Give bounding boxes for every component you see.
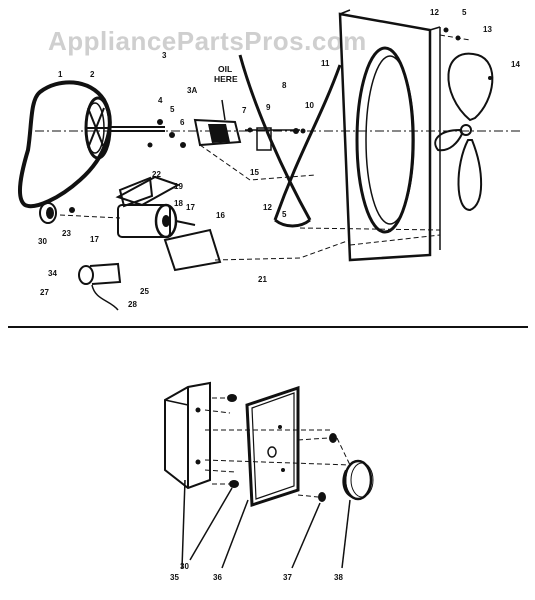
oil-note-line2: HERE bbox=[214, 74, 238, 84]
callout-12b: 12 bbox=[263, 203, 272, 212]
switch-cover-plate-part bbox=[245, 385, 300, 508]
callout-13: 13 bbox=[483, 25, 492, 34]
callout-30-lower: 30 bbox=[180, 562, 189, 571]
callout-28: 28 bbox=[128, 300, 137, 309]
callout-12a: 12 bbox=[430, 8, 439, 17]
screw-bottom-part bbox=[229, 480, 239, 488]
nut-top-part bbox=[329, 433, 337, 443]
callout-5c: 5 bbox=[282, 210, 287, 219]
lower-callouts: 35 30 36 37 38 bbox=[170, 562, 343, 582]
callout-38: 38 bbox=[334, 573, 343, 582]
callout-17b: 17 bbox=[90, 235, 99, 244]
callout-5b: 5 bbox=[462, 8, 467, 17]
callout-21: 21 bbox=[258, 275, 267, 284]
watermark-text: AppliancePartsPros.com bbox=[48, 26, 367, 56]
callout-3a: 3A bbox=[187, 86, 197, 95]
oil-note-line1: OIL bbox=[218, 64, 232, 74]
set-screw-part bbox=[169, 132, 175, 138]
nut-bottom-part bbox=[318, 492, 326, 502]
capacitor-part bbox=[78, 262, 122, 285]
callout-16: 16 bbox=[216, 211, 225, 220]
callout-14: 14 bbox=[511, 60, 520, 69]
upper-callouts: 1 2 3A 4 5 6 7 8 9 10 11 12 5 13 14 15 1… bbox=[38, 8, 520, 309]
callout-11: 11 bbox=[321, 59, 330, 68]
callout-27: 27 bbox=[40, 288, 49, 297]
pulley-part bbox=[84, 96, 112, 160]
callout-2: 2 bbox=[90, 70, 95, 79]
callout-5a: 5 bbox=[170, 105, 175, 114]
callout-17a: 17 bbox=[186, 203, 195, 212]
screw-12-part bbox=[443, 27, 449, 33]
bracket-22-part bbox=[118, 176, 154, 208]
switch-box-bracket-part bbox=[164, 381, 211, 490]
callout-4: 4 bbox=[158, 96, 163, 105]
callout-6: 6 bbox=[180, 118, 185, 127]
belt-part bbox=[17, 80, 112, 209]
callout-1: 1 bbox=[58, 70, 63, 79]
callout-30: 30 bbox=[38, 237, 47, 246]
leader-lines bbox=[181, 479, 351, 569]
callout-18: 18 bbox=[174, 199, 183, 208]
callout-19: 19 bbox=[174, 182, 183, 191]
callout-25: 25 bbox=[140, 287, 149, 296]
callout-7: 7 bbox=[242, 106, 247, 115]
small-bolt-part bbox=[147, 142, 153, 148]
callout-35: 35 bbox=[170, 573, 179, 582]
callout-8: 8 bbox=[282, 81, 287, 90]
callout-37: 37 bbox=[283, 573, 292, 582]
switch-knob-part bbox=[39, 202, 57, 224]
callout-22: 22 bbox=[152, 170, 161, 179]
motor-mount-plate-part bbox=[163, 228, 222, 272]
collar-part bbox=[180, 142, 186, 148]
bearing-part bbox=[193, 99, 242, 147]
callout-10: 10 bbox=[305, 101, 314, 110]
nut-23-part bbox=[69, 207, 75, 213]
switch-knob-38-part bbox=[342, 459, 374, 501]
callout-9: 9 bbox=[266, 103, 271, 112]
support-frame-part bbox=[238, 54, 342, 228]
screw-top-part bbox=[227, 394, 237, 402]
drive-shaft-part bbox=[110, 126, 165, 132]
callout-23: 23 bbox=[62, 229, 71, 238]
callout-3: 3 bbox=[162, 51, 167, 60]
lower-assembly bbox=[164, 381, 374, 569]
fan-shroud-part bbox=[338, 9, 441, 262]
callout-34: 34 bbox=[48, 269, 57, 278]
upper-assembly: OIL HERE bbox=[17, 9, 520, 311]
fan-blade-part bbox=[434, 52, 494, 212]
callout-15: 15 bbox=[250, 168, 259, 177]
callout-36: 36 bbox=[213, 573, 222, 582]
wire-28-part bbox=[91, 284, 119, 311]
washer-part bbox=[157, 119, 163, 125]
